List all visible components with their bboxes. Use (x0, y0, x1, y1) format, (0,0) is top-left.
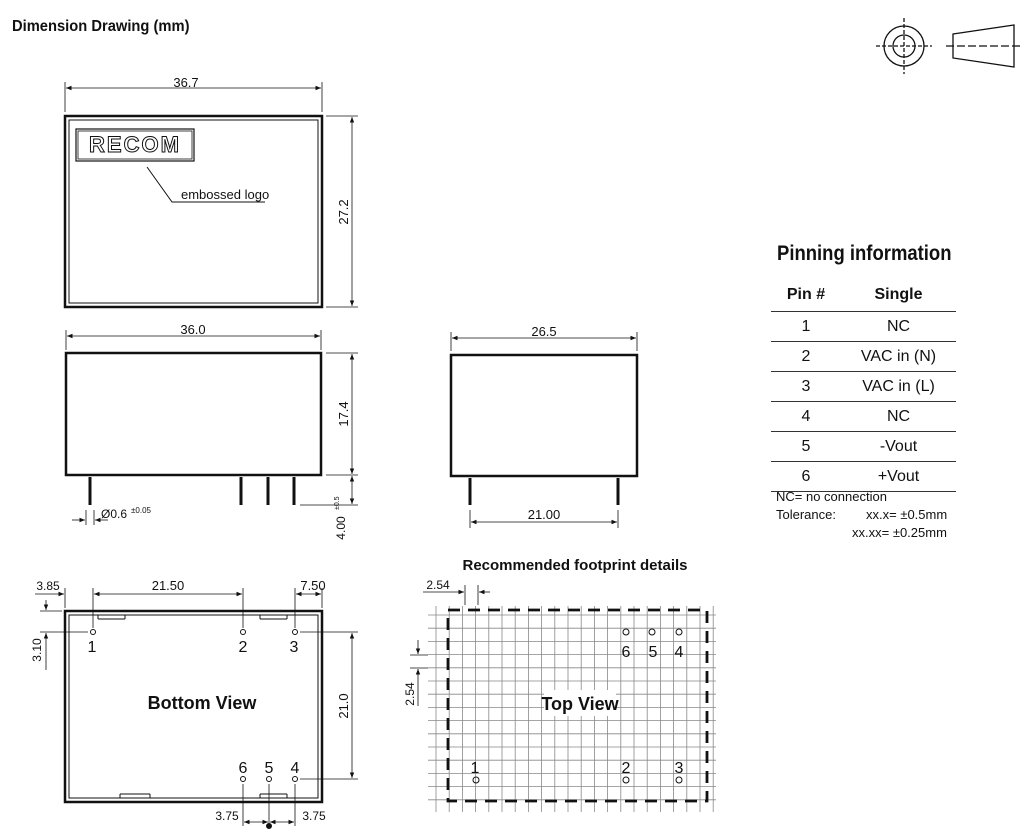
pinning-title: Pinning information (777, 242, 952, 265)
page-title: Dimension Drawing (mm) (12, 18, 190, 35)
dim-side-height: 17.4 (336, 401, 351, 426)
dim-side-width: 36.0 (180, 322, 205, 337)
tolerance-2: xx.xx= ±0.25mm (852, 525, 947, 540)
bottom-view (35, 588, 358, 829)
dim-end-width: 26.5 (531, 324, 556, 339)
dim-top-height: 27.2 (336, 199, 351, 224)
logo-callout: embossed logo (181, 187, 269, 202)
footprint-outline (410, 585, 709, 803)
dim-pin-diameter-tol: ±0.05 (131, 506, 152, 515)
pin-header: Pin # (771, 279, 841, 312)
tolerance-label: Tolerance: (776, 507, 836, 522)
dim-bv-right-offset: 7.50 (300, 578, 325, 593)
table-row: 5-Vout (771, 431, 956, 462)
footprint-heading: Recommended footprint details (462, 557, 687, 574)
dim-pin-length: 4.00 (334, 516, 348, 540)
pin-number: 3 (771, 371, 841, 402)
dim-pin-length-tol: ±0.5 (334, 496, 341, 510)
pin-number: 1 (771, 311, 841, 342)
projection-symbol (876, 18, 1020, 74)
nc-note: NC= no connection (776, 489, 887, 504)
pin-function: VAC in (L) (841, 371, 956, 402)
top-view (63, 82, 358, 309)
single-header: Single (841, 279, 956, 312)
bv-pin-5: 5 (265, 760, 274, 777)
dim-bv-bottom-right: 3.75 (302, 809, 326, 823)
top-view-label: Top View (541, 694, 619, 714)
dim-bv-pin-span: 21.50 (152, 578, 185, 593)
dim-fp-grid-h: 2.54 (426, 578, 450, 592)
bv-pin-1: 1 (88, 639, 97, 656)
dim-pin-diameter: Ø0.6 (101, 507, 127, 521)
pin-function: VAC in (N) (841, 341, 956, 372)
dim-end-pin-spacing: 21.00 (528, 507, 561, 522)
pin-function: +Vout (841, 461, 956, 492)
fp-pin-5: 5 (649, 644, 658, 661)
fp-pin-6: 6 (622, 644, 631, 661)
table-row: 6+Vout (771, 461, 956, 492)
recom-logo: RECOM (89, 132, 181, 157)
dim-bv-left-offset: 3.85 (36, 579, 60, 593)
tolerance-1: xx.x= ±0.5mm (866, 507, 948, 522)
pin-function: NC (841, 311, 956, 342)
fp-pin-4: 4 (675, 644, 684, 661)
bv-pin-6: 6 (239, 760, 248, 777)
bv-pin-2: 2 (239, 639, 248, 656)
fp-pin-3: 3 (675, 760, 684, 777)
dim-bv-height: 21.0 (336, 693, 351, 718)
pin-number: 4 (771, 401, 841, 432)
dim-bv-bottom-left: 3.75 (215, 809, 239, 823)
pin-number: 2 (771, 341, 841, 372)
bv-pin-4: 4 (291, 760, 300, 777)
pin-number: 5 (771, 431, 841, 462)
dim-top-width: 36.7 (173, 75, 198, 90)
dim-fp-grid-v: 2.54 (403, 682, 417, 706)
side-view (64, 330, 358, 525)
pin-number: 6 (771, 461, 841, 492)
pin-function: -Vout (841, 431, 956, 462)
end-view (449, 332, 639, 528)
pin-function: NC (841, 401, 956, 432)
dim-bv-top-offset: 3.10 (30, 638, 44, 662)
bottom-view-label: Bottom View (148, 693, 258, 713)
fp-pin-1: 1 (471, 760, 480, 777)
bv-pin-3: 3 (290, 639, 299, 656)
notes: NC= no connection Tolerance: xx.x= ±0.5m… (776, 488, 947, 542)
fp-pin-2: 2 (622, 760, 631, 777)
